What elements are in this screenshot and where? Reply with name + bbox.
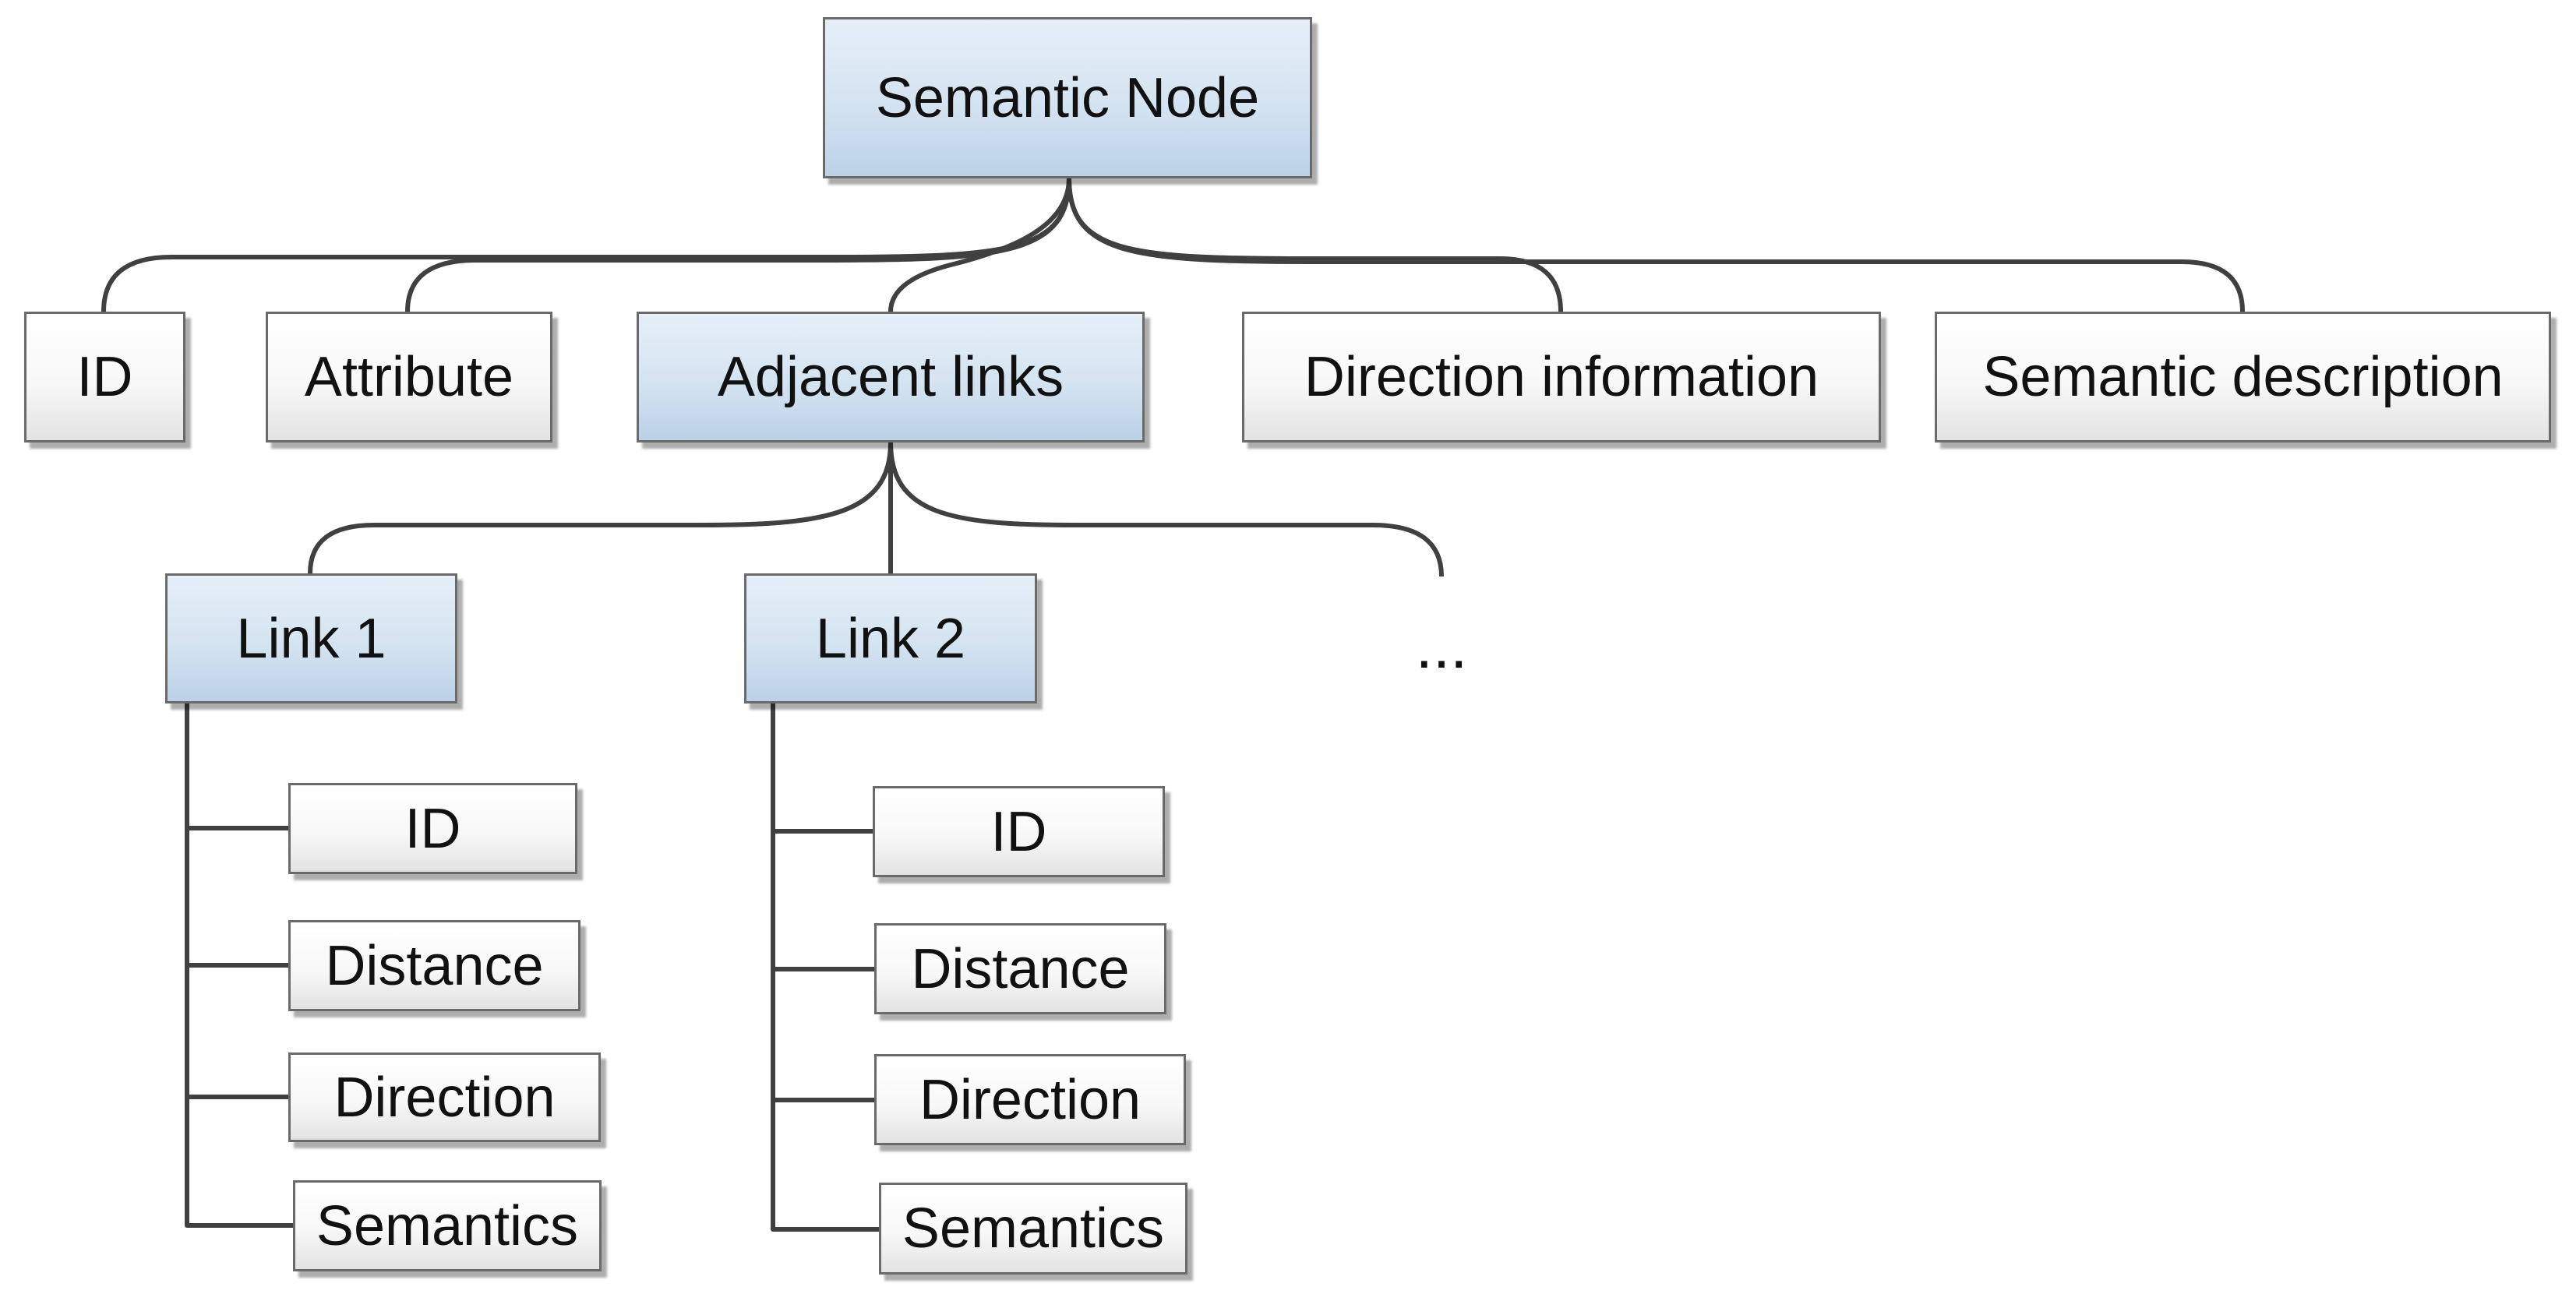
node-link-1: Link 1 <box>165 573 457 703</box>
connector-adjacent-link1 <box>308 442 893 574</box>
connector-root-attribute <box>405 178 1071 312</box>
link1-field-distance: Distance <box>288 920 580 1011</box>
node-id: ID <box>24 312 185 442</box>
link1-field-semantics: Semantics <box>293 1180 602 1271</box>
connector-link1-spine <box>185 703 293 1228</box>
link2-field-direction: Direction <box>874 1054 1186 1145</box>
node-attribute: Attribute <box>266 312 552 442</box>
link1-field-direction: Direction <box>288 1052 601 1142</box>
node-direction-information: Direction information <box>1242 312 1881 442</box>
link2-field-semantics: Semantics <box>879 1183 1187 1275</box>
node-adjacent-links: Adjacent links <box>637 312 1145 442</box>
connector-root-id <box>101 178 1071 312</box>
connector-adjacent-more <box>888 442 1444 577</box>
more-links-ellipsis: ... <box>1415 612 1468 681</box>
connector-root-adjacent-links <box>888 178 1071 312</box>
root-node-semantic-node: Semantic Node <box>823 17 1312 178</box>
link2-field-distance: Distance <box>874 923 1166 1014</box>
connector-root-semantic-description <box>1067 178 2245 312</box>
connector-link2-spine <box>771 703 879 1232</box>
link1-field-id: ID <box>288 783 577 874</box>
connector-root-direction-information <box>1067 178 1563 312</box>
node-link-2: Link 2 <box>744 573 1037 703</box>
link2-field-id: ID <box>873 786 1165 877</box>
node-semantic-description: Semantic description <box>1935 312 2551 442</box>
